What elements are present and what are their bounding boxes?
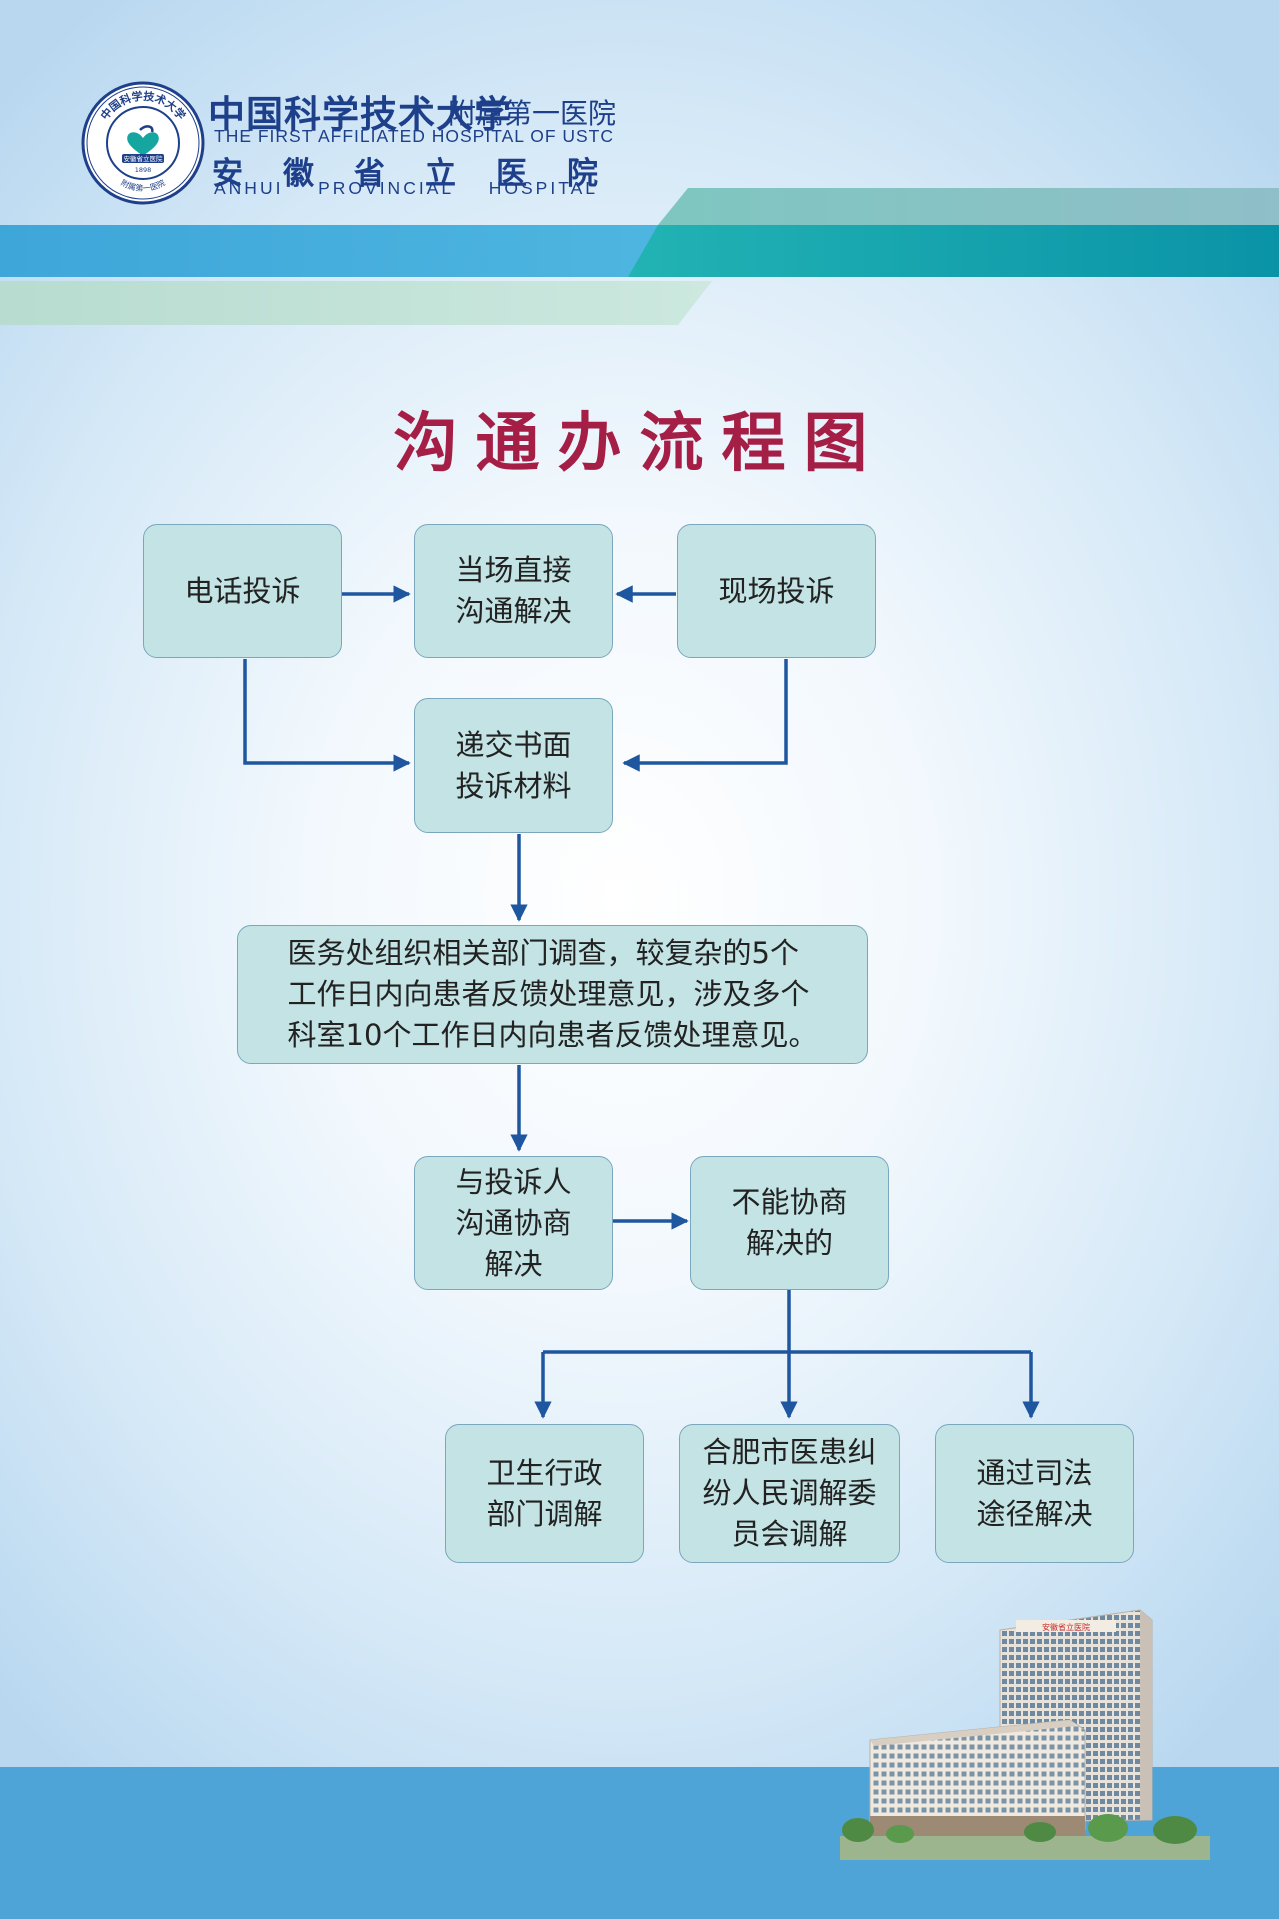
snake-icon (139, 125, 154, 133)
node-investigation: 医务处组织相关部门调查，较复杂的5个 工作日内向患者反馈处理意见，涉及多个 科室… (237, 925, 868, 1064)
building-sign: 安徽省立医院 (1042, 1622, 1090, 1632)
hospital-name-en: ANHUI PROVINCIAL HOSPITAL (214, 178, 598, 199)
hospital-word: HOSPITAL (488, 178, 598, 198)
node-label: 通过司法 途径解决 (976, 1455, 1093, 1531)
hospital-logo: 中国科学技术大学 附属第一医院 安徽省立医院 1898 (81, 81, 205, 205)
hospital-name-cn: 安 徽 省 立 医 院 (212, 148, 598, 193)
band-teal-dark (628, 225, 1279, 277)
node-negotiate: 与投诉人 沟通协商 解决 (414, 1156, 613, 1290)
header-bands (0, 188, 1279, 325)
node-health-mediation: 卫生行政 部门调解 (445, 1424, 644, 1563)
hospital-word: ANHUI (214, 178, 284, 198)
node-judicial: 通过司法 途径解决 (935, 1424, 1134, 1563)
hospital-char: 徽 (283, 156, 314, 192)
node-written-materials: 递交书面 投诉材料 (414, 698, 613, 833)
page-title: 沟通办流程图 (393, 407, 886, 481)
university-name-en: THE FIRST AFFILIATED HOSPITAL OF USTC (214, 126, 615, 146)
node-phone-complaint: 电话投诉 (143, 524, 342, 658)
node-cannot-negotiate: 不能协商 解决的 (690, 1156, 889, 1290)
node-label: 与投诉人 沟通协商 解决 (455, 1164, 572, 1281)
hospital-char: 院 (567, 156, 598, 192)
arrow-phone-to-written (243, 659, 411, 772)
arrow-onsite-to-written (622, 659, 788, 772)
node-onsite-complaint: 现场投诉 (677, 524, 876, 658)
node-committee-mediation: 合肥市医患纠 纷人民调解委 员会调解 (679, 1424, 900, 1563)
node-label: 现场投诉 (718, 573, 835, 608)
node-label: 递交书面 投诉材料 (455, 727, 572, 803)
hospital-char: 安 (212, 156, 243, 192)
university-name-cn: 中国科学技术大学 (208, 92, 512, 136)
logo-inner-text: 安徽省立医院 (124, 154, 164, 163)
node-label: 不能协商 解决的 (731, 1185, 848, 1260)
hospital-building-image: 安徽省立医院 (840, 1609, 1210, 1860)
hospital-word: PROVINCIAL (318, 178, 455, 198)
heart-icon (127, 132, 159, 156)
node-label: 电话投诉 (184, 573, 301, 608)
band-mint (0, 281, 712, 325)
band-teal-top (658, 188, 1279, 225)
node-label: 合肥市医患纠 纷人民调解委 员会调解 (702, 1435, 877, 1551)
node-direct-resolve: 当场直接 沟通解决 (414, 524, 613, 658)
hospital-char: 立 (425, 156, 456, 192)
hospital-char: 医 (496, 156, 527, 192)
hospital-char: 省 (354, 156, 385, 192)
node-label: 卫生行政 部门调解 (486, 1455, 603, 1531)
node-label: 医务处组织相关部门调查，较复杂的5个 工作日内向患者反馈处理意见，涉及多个 科室… (287, 936, 818, 1052)
logo-year: 1898 (135, 166, 152, 174)
node-label: 当场直接 沟通解决 (455, 553, 572, 628)
affiliation-cn: 附属第一医院 (448, 97, 617, 130)
